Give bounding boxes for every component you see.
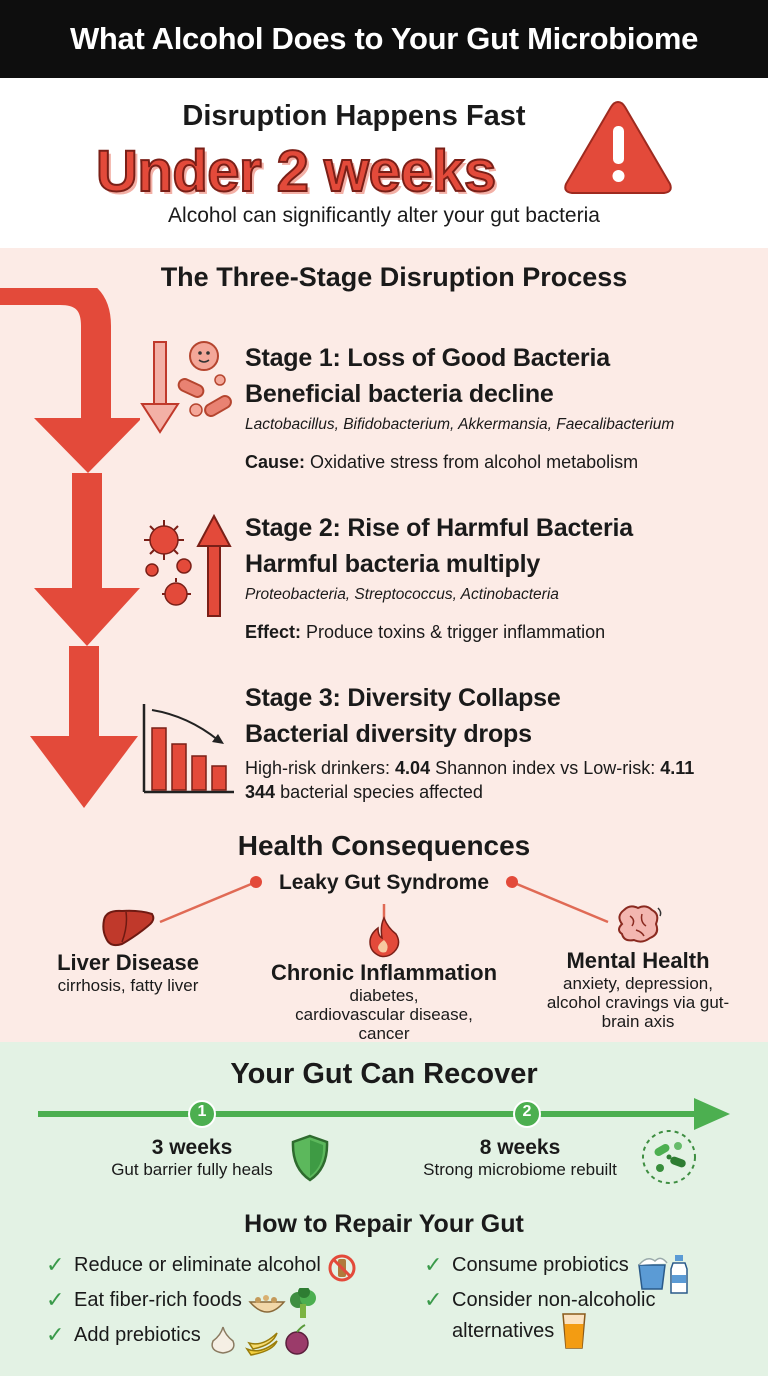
stage-3: Stage 3: Diversity Collapse Bacterial di… — [245, 680, 694, 804]
harmful-bacteria-rise-icon — [144, 513, 232, 617]
check-icon: ✓ — [46, 1287, 65, 1312]
check-icon: ✓ — [46, 1322, 65, 1347]
process-title: The Three-Stage Disruption Process — [160, 262, 628, 292]
stage-title: Stage 2: Rise of Harmful Bacteria — [245, 514, 633, 542]
repair-title: How to Repair Your Gut — [244, 1210, 524, 1238]
bacteria-decline-icon — [140, 341, 232, 434]
recovery-timeline — [38, 1098, 730, 1130]
milestone-1-number: 1 — [197, 1103, 207, 1120]
stage-cause: Cause: Oxidative stress from alcohol met… — [245, 452, 639, 472]
check-icon: ✓ — [424, 1287, 443, 1312]
leaky-gut-label: Leaky Gut Syndrome — [278, 871, 490, 894]
tip-reduce-alcohol: ✓ Reduce or eliminate alcohol — [46, 1253, 357, 1283]
header-bar: What Alcohol Does to Your Gut Microbiome — [0, 0, 768, 78]
no-alcohol-icon — [328, 1254, 356, 1282]
check-icon: ✓ — [46, 1252, 65, 1277]
flow-arrows-graphic — [0, 288, 140, 808]
consequence-liver: Liver Disease cirrhosis, fatty liver — [57, 950, 199, 995]
tip-non-alcoholic: ✓ Consider non-alcoholic alternatives — [424, 1288, 655, 1350]
stage-subtitle: Beneficial bacteria decline — [245, 380, 554, 408]
probiotic-icon — [637, 1255, 688, 1294]
page-title: What Alcohol Does to Your Gut Microbiome — [69, 21, 699, 56]
shield-icon — [291, 1134, 329, 1182]
flame-icon — [369, 916, 400, 958]
tip-prebiotics: ✓ Add prebiotics — [46, 1323, 317, 1357]
stage-title: Stage 1: Loss of Good Bacteria — [245, 344, 610, 372]
fiber-foods-icon — [248, 1288, 316, 1318]
hero-kicker: Disruption Happens Fast — [182, 100, 526, 132]
stage-1: Stage 1: Loss of Good Bacteria Beneficia… — [245, 340, 674, 473]
hero-headline: Under 2 weeks — [95, 138, 497, 205]
stage-species: Proteobacteria, Streptococcus, Actinobac… — [245, 586, 559, 603]
consequence-inflammation: Chronic Inflammation diabetes, cardiovas… — [270, 960, 498, 1043]
stage-title: Stage 3: Diversity Collapse — [245, 684, 561, 712]
tip-probiotics: ✓ Consume probiotics — [424, 1253, 699, 1295]
microbiome-icon — [642, 1130, 696, 1184]
stage-effect: Effect: Produce toxins & trigger inflamm… — [245, 622, 606, 642]
stage-2: Stage 2: Rise of Harmful Bacteria Harmfu… — [245, 510, 633, 643]
milestone-2-number: 2 — [522, 1103, 532, 1120]
consequence-mental-health: Mental Health anxiety, depression, alcoh… — [546, 948, 730, 1031]
hero-subtext: Alcohol can significantly alter your gut… — [168, 204, 600, 227]
stage-subtitle: Bacterial diversity drops — [245, 720, 532, 748]
hero-section: Disruption Happens Fast Under 2 weeks Al… — [0, 78, 768, 248]
declining-bar-chart-icon — [142, 704, 234, 794]
stage-species: Lactobacillus, Bifidobacterium, Akkerman… — [245, 416, 675, 433]
tip-fiber-foods: ✓ Eat fiber-rich foods — [46, 1288, 322, 1320]
stage-subtitle: Harmful bacteria multiply — [245, 550, 541, 578]
consequences-title: Health Consequences — [237, 830, 531, 861]
shannon-index-stat: High-risk drinkers: 4.04 Shannon index v… — [245, 758, 695, 778]
brain-icon — [618, 905, 662, 943]
recovery-title: Your Gut Can Recover — [230, 1058, 538, 1090]
milestone-1: 3 weeks Gut barrier fully heals — [111, 1136, 273, 1179]
recovery-section: Your Gut Can Recover 1 2 3 weeks Gut bar… — [0, 1042, 768, 1376]
liver-icon — [102, 909, 155, 947]
prebiotic-foods-icon — [211, 1324, 309, 1356]
disruption-process-section: The Three-Stage Disruption Process Stage… — [0, 248, 768, 1043]
juice-glass-icon — [562, 1313, 587, 1349]
species-affected-stat: 344 bacterial species affected — [245, 782, 483, 802]
warning-triangle-icon — [564, 100, 672, 194]
milestone-2: 8 weeks Strong microbiome rebuilt — [423, 1136, 617, 1179]
check-icon: ✓ — [424, 1252, 443, 1277]
